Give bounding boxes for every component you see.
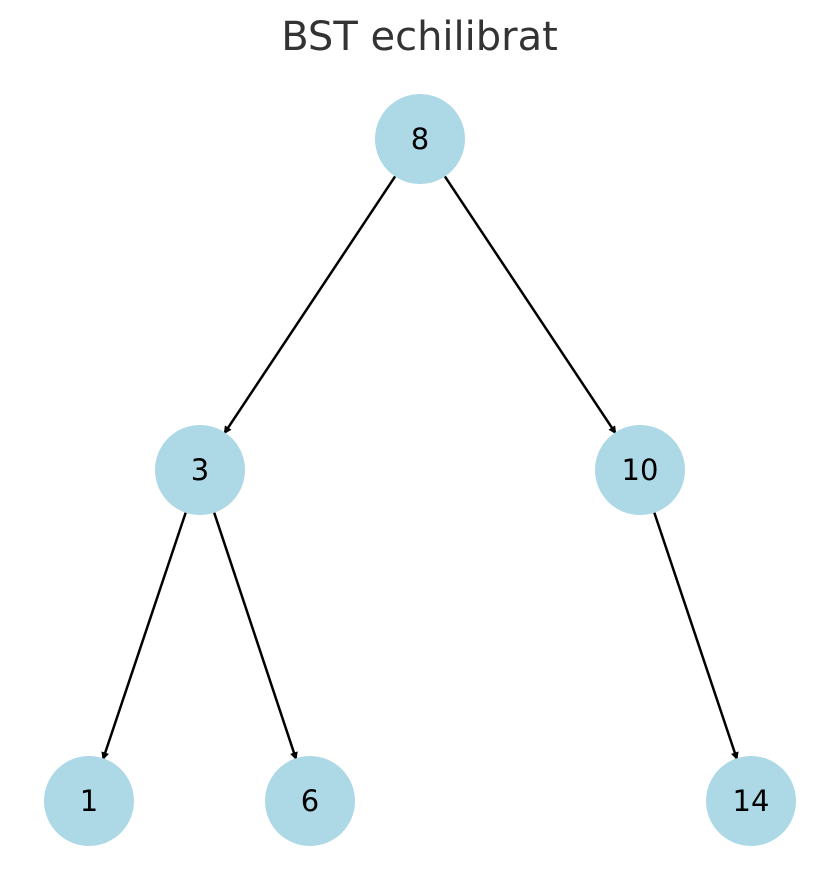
node-10: 10 bbox=[595, 425, 685, 515]
node-label: 6 bbox=[301, 784, 319, 818]
node-circle bbox=[375, 94, 465, 184]
node-1: 1 bbox=[44, 756, 134, 846]
node-circle bbox=[44, 756, 134, 846]
node-label: 10 bbox=[622, 453, 659, 487]
edge-10-14 bbox=[653, 512, 739, 761]
node-label: 14 bbox=[733, 784, 770, 818]
node-14: 14 bbox=[706, 756, 796, 846]
node-label: 1 bbox=[80, 784, 98, 818]
node-circle bbox=[155, 425, 245, 515]
node-circle bbox=[265, 756, 355, 846]
node-6: 6 bbox=[265, 756, 355, 846]
edges-layer bbox=[101, 175, 739, 761]
node-3: 3 bbox=[155, 425, 245, 515]
edge-3-1 bbox=[101, 512, 187, 761]
edge-8-10 bbox=[443, 175, 618, 435]
nodes-layer: 8 3 10 1 6 14 bbox=[44, 94, 796, 846]
node-circle bbox=[706, 756, 796, 846]
node-circle bbox=[595, 425, 685, 515]
node-8: 8 bbox=[375, 94, 465, 184]
edge-8-3 bbox=[222, 175, 397, 435]
node-label: 3 bbox=[191, 453, 209, 487]
node-label: 8 bbox=[411, 122, 429, 156]
edge-3-6 bbox=[213, 512, 298, 761]
diagram-title: BST echilibrat bbox=[281, 14, 558, 60]
